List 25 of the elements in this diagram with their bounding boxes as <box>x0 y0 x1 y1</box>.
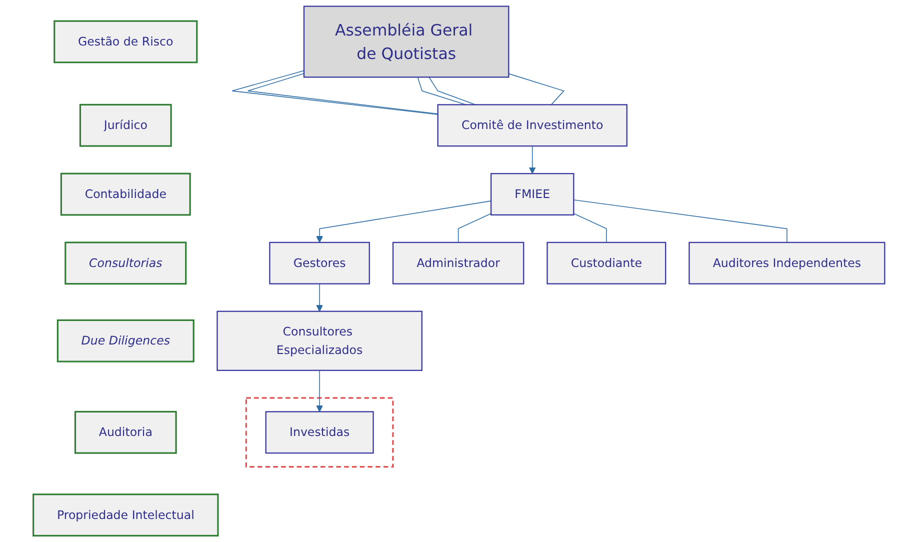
connector <box>573 199 788 243</box>
node-box: Contabilidade <box>60 172 191 216</box>
connector <box>573 213 607 243</box>
cluster <box>245 397 394 468</box>
connector <box>458 213 492 243</box>
arrow <box>316 200 492 243</box>
arrow <box>316 370 324 412</box>
node-box: Gestores <box>269 242 370 284</box>
node-box: Auditoria <box>74 410 177 454</box>
node-box: Consultores Especializados <box>216 310 422 371</box>
node-box: Consultorias <box>64 242 187 285</box>
node-box: Investidas <box>265 411 374 454</box>
node-box: FMIEE <box>490 173 574 216</box>
arrow <box>528 146 536 174</box>
node-box: Custodiante <box>546 242 666 284</box>
node-box: Due Diligences <box>56 319 194 362</box>
node-box: Assembléia Geral de Quotistas <box>303 6 510 78</box>
connector <box>428 76 476 106</box>
node-box: Auditores Independentes <box>688 242 886 284</box>
node-box: Comitê de Investimento <box>437 104 628 147</box>
node-box: Propriedade Intelectual <box>32 494 219 536</box>
node-box: Administrador <box>392 242 524 284</box>
arrow <box>316 283 324 312</box>
connector <box>508 73 565 106</box>
node-box: Gestão de Risco <box>54 20 198 64</box>
